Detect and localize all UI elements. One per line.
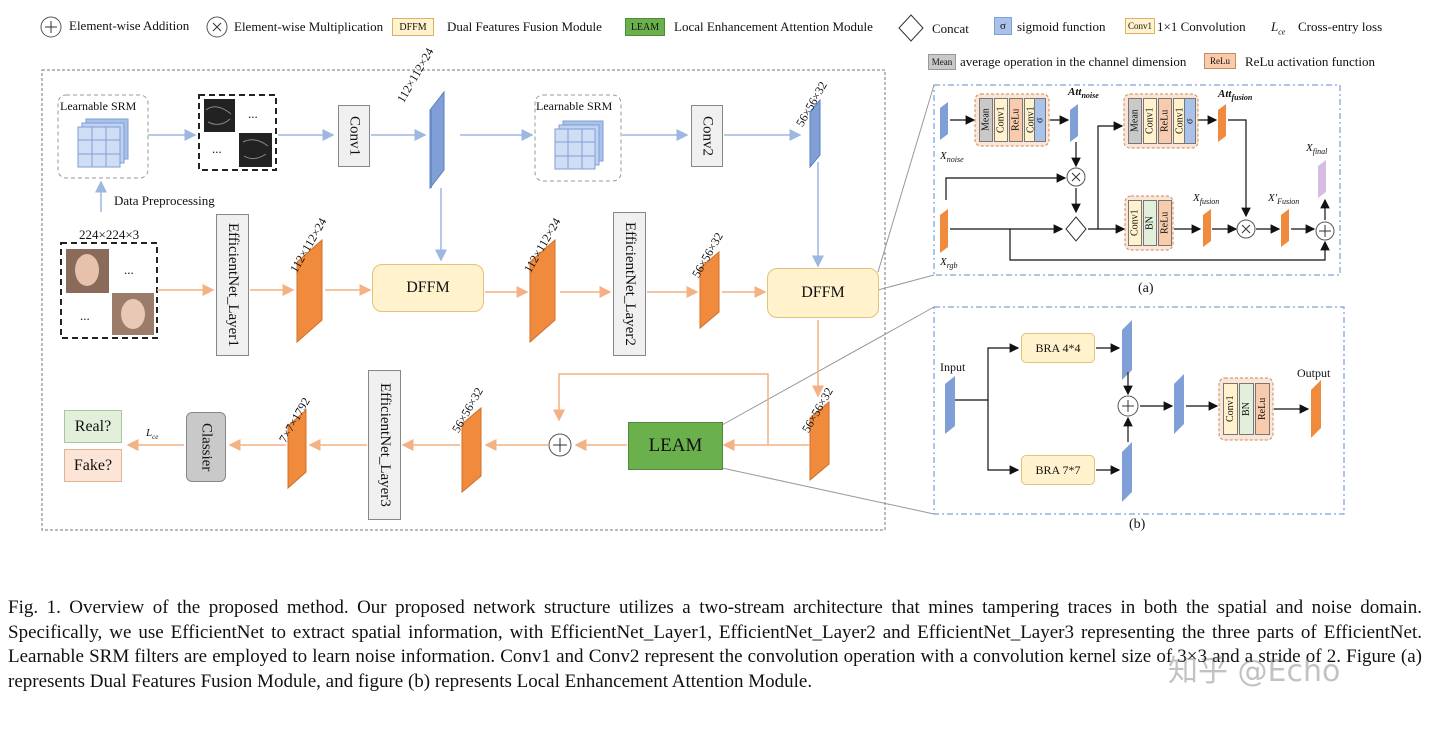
legend-dffm-chip: DFFM: [392, 18, 434, 36]
leam-block: LEAM: [628, 422, 723, 470]
legend-multiplication-label: Element-wise Multiplication: [234, 19, 384, 34]
pa-m3-bn: BN: [1143, 200, 1157, 246]
panel-a-label: (a): [1138, 281, 1154, 296]
pb-relu: ReLu: [1255, 383, 1270, 435]
bra-7-block: BRA 7*7: [1021, 455, 1095, 485]
pb-bn: BN: [1239, 383, 1254, 435]
fake-output: Fake?: [64, 449, 122, 482]
block-final-output: [287, 408, 307, 490]
conv2-block: Conv2: [691, 105, 723, 167]
pa-m1-mean: Mean: [979, 98, 993, 142]
input-dim-label: 224×224×3: [79, 227, 140, 242]
pa-m2-conv1a: Conv1: [1143, 98, 1157, 144]
legend-sigma-chip: σ: [994, 17, 1012, 35]
noise-ellipsis-1: ...: [248, 106, 258, 121]
main-frame: [41, 69, 886, 531]
legend-addition-label: Element-wise Addition: [69, 18, 190, 33]
panel-a-x-fusion-prime: X'Fusion: [1268, 192, 1300, 207]
srm-2-label: Learnable SRM: [536, 99, 613, 113]
panel-b-frame: [933, 306, 1345, 515]
real-output: Real?: [64, 410, 122, 443]
legend-relu-chip: ReLu: [1204, 53, 1236, 69]
panel-a-xrgb: Xrgb: [940, 256, 958, 271]
block-layer1-output: [296, 238, 323, 344]
efficientnet-layer1-block: EfficientNet_Layer1: [216, 214, 249, 356]
block-dffm2-output: [809, 400, 830, 482]
block-dffm1-output: [529, 238, 556, 344]
panel-a-frame: [933, 84, 1341, 276]
classifier-block: Classier: [186, 412, 226, 482]
noise-ellipsis-2: ...: [212, 141, 222, 156]
input-ellipsis-2: ...: [80, 308, 90, 323]
pa-m2-sigma: σ: [1184, 98, 1196, 144]
panel-b-output: Output: [1297, 366, 1331, 380]
panel-a-att-noise: Attnoise: [1068, 86, 1099, 101]
legend-loss-symbol: Lce: [1271, 19, 1286, 37]
panel-b-label: (b): [1129, 517, 1146, 532]
legend-leam-chip: LEAM: [625, 18, 665, 36]
legend-leam-label: Local Enhancement Attention Module: [674, 19, 873, 34]
panel-a-x-final: Xfinal: [1306, 142, 1328, 157]
input-ellipsis-1: ...: [124, 262, 134, 277]
legend-concat-label: Concat: [932, 21, 969, 36]
pa-m1-relu: ReLu: [1009, 98, 1023, 142]
srm-grid-1: [77, 118, 129, 168]
legend-mean-label: average operation in the channel dimensi…: [960, 54, 1187, 69]
pa-m1-sigma: σ: [1034, 98, 1046, 142]
legend-concat-icon: [898, 14, 924, 42]
srm-grid-2: [554, 120, 604, 170]
legend-conv1-label: 1×1 Convolution: [1157, 19, 1246, 34]
main-loss-label: Lce: [146, 427, 159, 442]
panel-a-x-fusion: Xfusion: [1193, 192, 1220, 207]
block-layer3-output: [461, 406, 482, 494]
data-preprocessing-label: Data Preprocessing: [114, 193, 215, 208]
pa-m3-conv1: Conv1: [1128, 200, 1142, 246]
legend-mean-chip: Mean: [928, 54, 956, 70]
panel-a-att-fusion: Attfusion: [1218, 88, 1253, 103]
panel-a-concat-icon: [1065, 216, 1087, 242]
pb-conv1: Conv1: [1223, 383, 1238, 435]
panel-a-xnoise: Xnoise: [940, 150, 964, 165]
legend-loss-label: Cross-entry loss: [1298, 19, 1383, 34]
dffm-2-block: DFFM: [767, 268, 879, 318]
legend-relu-label: ReLu activation function: [1245, 54, 1375, 69]
pa-m3-relu: ReLu: [1158, 200, 1172, 246]
bra-4-block: BRA 4*4: [1021, 333, 1095, 363]
pa-m2-relu: ReLu: [1158, 98, 1172, 144]
block-conv2-output: [809, 98, 821, 169]
block-layer2-output: [699, 250, 720, 330]
watermark: 知乎 @Echo: [1168, 654, 1341, 689]
dffm-1-block: DFFM: [372, 264, 484, 312]
panel-b-input: Input: [940, 360, 966, 374]
srm-1-label: Learnable SRM: [60, 99, 137, 113]
figure-caption: Fig. 1. Overview of the proposed method.…: [8, 597, 1422, 692]
conv1-block: Conv1: [338, 105, 370, 167]
legend-sigmoid-label: sigmoid function: [1017, 19, 1106, 34]
efficientnet-layer2-block: EfficientNet_Layer2: [613, 212, 646, 356]
block-conv1-output: [429, 90, 445, 190]
pa-m2-mean: Mean: [1128, 98, 1142, 144]
legend-conv1-chip: Conv1: [1125, 18, 1155, 34]
pa-m1-conv1a: Conv1: [994, 98, 1008, 142]
legend-dffm-label: Dual Features Fusion Module: [447, 19, 602, 34]
efficientnet-layer3-block: EfficientNet_Layer3: [368, 370, 401, 520]
